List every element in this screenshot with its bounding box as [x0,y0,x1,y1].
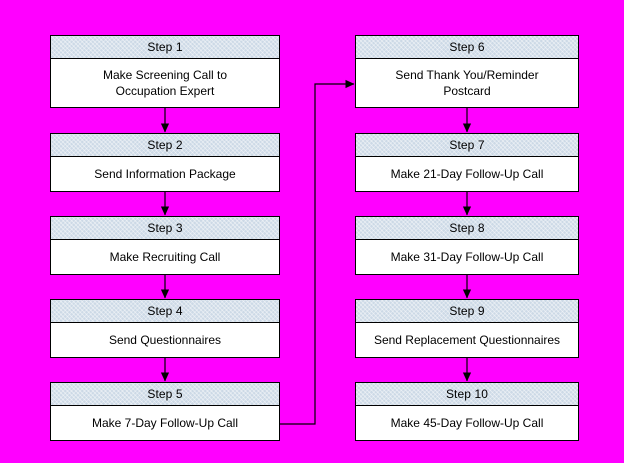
step-body-10: Make 45-Day Follow-Up Call [390,416,544,430]
step-header-3: Step 3 [51,217,279,240]
step-header-2: Step 2 [51,134,279,157]
step-body-9: Send Replacement Questionnaires [373,333,561,347]
step-box-6[interactable]: Step 6 Send Thank You/Reminder Postcard [355,35,579,108]
step-body-1: Make Screening Call to Occupation Expert [102,68,228,98]
step-box-4[interactable]: Step 4 Send Questionnaires [50,299,280,358]
step-header-7: Step 7 [356,134,578,157]
step-body-5: Make 7-Day Follow-Up Call [91,416,239,430]
step-box-5[interactable]: Step 5 Make 7-Day Follow-Up Call [50,382,280,441]
step-box-1[interactable]: Step 1 Make Screening Call to Occupation… [50,35,280,108]
step-box-9[interactable]: Step 9 Send Replacement Questionnaires [355,299,579,358]
step-box-7[interactable]: Step 7 Make 21-Day Follow-Up Call [355,133,579,192]
step-header-6: Step 6 [356,36,578,59]
step-body-4: Send Questionnaires [108,333,222,347]
step-box-3[interactable]: Step 3 Make Recruiting Call [50,216,280,275]
step-body-8: Make 31-Day Follow-Up Call [390,250,544,264]
step-header-4: Step 4 [51,300,279,323]
step-header-9: Step 9 [356,300,578,323]
step-body-6: Send Thank You/Reminder Postcard [395,68,539,98]
step-header-8: Step 8 [356,217,578,240]
step-header-10: Step 10 [356,383,578,406]
step-box-8[interactable]: Step 8 Make 31-Day Follow-Up Call [355,216,579,275]
step-box-10[interactable]: Step 10 Make 45-Day Follow-Up Call [355,382,579,441]
connector-5-to-6 [280,79,355,425]
step-body-3: Make Recruiting Call [109,250,221,264]
step-box-2[interactable]: Step 2 Send Information Package [50,133,280,192]
step-body-2: Send Information Package [94,167,236,181]
step-body-7: Make 21-Day Follow-Up Call [390,167,544,181]
step-header-1: Step 1 [51,36,279,59]
step-header-5: Step 5 [51,383,279,406]
